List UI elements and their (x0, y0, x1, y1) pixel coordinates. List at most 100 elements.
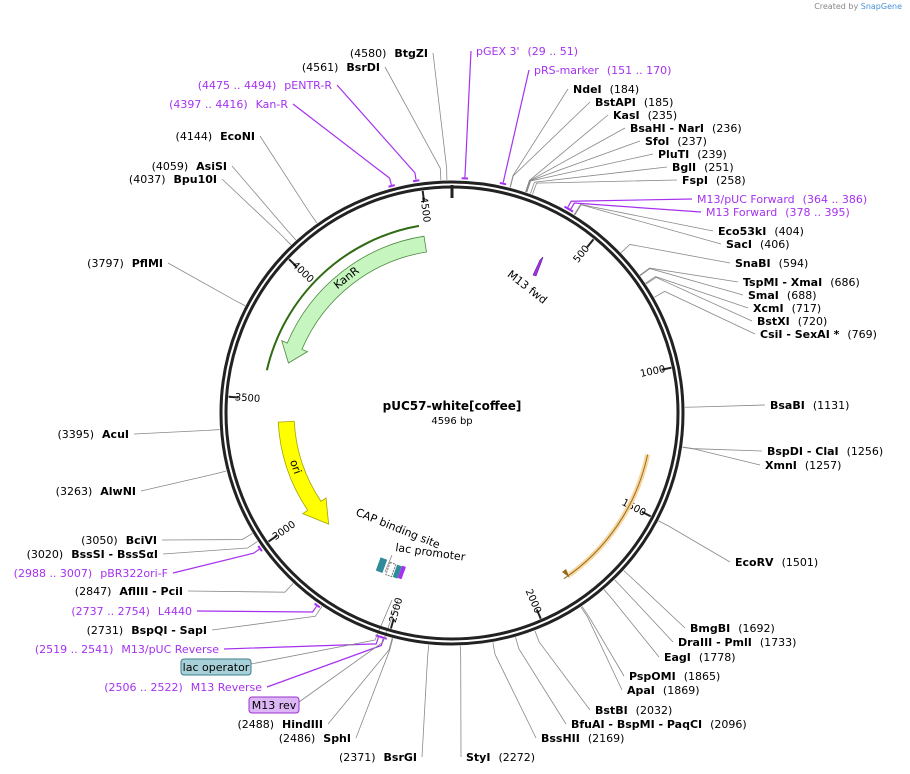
cap-binding-site-mark[interactable] (375, 557, 388, 573)
site-leader-line (534, 630, 591, 711)
restriction-site-label[interactable]: SnaBI(594) (735, 257, 808, 270)
site-position: (1501) (782, 556, 819, 569)
restriction-site-label[interactable]: TspMI - XmaI(686) (743, 276, 860, 289)
site-position: (1256) (847, 445, 884, 458)
site-position: (4059) (152, 160, 189, 173)
lac-operator-mark[interactable] (392, 564, 402, 579)
restriction-site-label[interactable]: (2847)AflIII - PciI (75, 585, 183, 598)
credit-prefix: Created by (814, 2, 859, 11)
site-position: (364 .. 386) (803, 193, 868, 206)
site-position: (378 .. 395) (785, 206, 850, 219)
restriction-site-label[interactable]: EagI(1778) (664, 651, 735, 664)
site-position: (3395) (57, 428, 94, 441)
primer-label[interactable]: (4397 .. 4416)Kan-R (169, 98, 288, 111)
lac-promoter-mark[interactable] (385, 561, 397, 578)
tick-mark (641, 510, 652, 518)
restriction-site-label[interactable]: BsaHI - NarI(236) (630, 122, 742, 135)
site-leader-line (259, 135, 318, 224)
restriction-site-label[interactable]: DraIII - PmlI(1733) (678, 636, 796, 649)
restriction-site-label[interactable]: Eco53kI(404) (718, 225, 804, 238)
restriction-site-label[interactable]: FspI(258) (682, 174, 746, 187)
primer-label[interactable]: M13/pUC Forward(364 .. 386) (697, 193, 867, 206)
site-name: pGEX 3' (476, 45, 520, 58)
primer-label[interactable]: M13 Forward(378 .. 395) (706, 206, 850, 219)
site-name: M13/pUC Reverse (121, 643, 219, 656)
site-leader-line (530, 166, 668, 194)
site-name: NdeI (573, 83, 602, 96)
primer-label[interactable]: (4475 .. 4494)pENTR-R (198, 79, 333, 92)
restriction-site-label[interactable]: BmgBI(1692) (690, 622, 775, 635)
restriction-site-label[interactable]: BssHII(2169) (541, 732, 624, 745)
primer-label[interactable]: (2519 .. 2541)M13/pUC Reverse (35, 643, 219, 656)
restriction-site-label[interactable]: BstXI(720) (757, 315, 827, 328)
restriction-site-label[interactable]: BsaBI(1131) (770, 399, 849, 412)
restriction-site-label[interactable]: StyI(2272) (466, 751, 535, 764)
restriction-site-label[interactable]: (3395)AcuI (57, 428, 129, 441)
site-leader-line (645, 276, 749, 309)
restriction-site-label[interactable]: SfoI(237) (645, 135, 707, 148)
m13-fwd-label: M13 fwd (505, 268, 550, 307)
backbone-outer-strand (219, 180, 685, 646)
restriction-site-label[interactable]: (3797)PflMI (87, 257, 163, 270)
restriction-site-label[interactable]: (4561)BsrDI (302, 61, 380, 74)
site-name: PspOMI (629, 670, 676, 683)
restriction-site-label[interactable]: (3050)BciVI (81, 534, 157, 547)
restriction-site-label[interactable]: (3263)AlwNI (56, 485, 136, 498)
labels: (4580)BtgZI(4561)BsrDI(4144)EcoNI(4059)A… (14, 45, 884, 764)
restriction-site-label[interactable]: SmaI(688) (748, 289, 817, 302)
primer-label[interactable]: pRS-marker(151 .. 170) (534, 64, 671, 77)
site-name: TspMI - XmaI (743, 276, 822, 289)
restriction-site-label[interactable]: CsiI - SexAI *(769) (760, 328, 877, 341)
m13-fwd-primer-arrow[interactable] (532, 256, 544, 277)
site-name: HindIII (282, 718, 323, 731)
site-position: (2988 .. 3007) (14, 567, 93, 580)
restriction-site-label[interactable]: (4580)BtgZI (350, 47, 428, 60)
primer-label[interactable]: pGEX 3'(29 .. 51) (476, 45, 578, 58)
site-position: (185) (644, 96, 674, 109)
restriction-site-label[interactable]: (2486)SphI (279, 732, 351, 745)
restriction-site-label[interactable]: BfuAI - BspMI - PaqCI(2096) (571, 718, 747, 731)
m13-rev-box[interactable] (248, 696, 300, 714)
restriction-site-label[interactable]: SacI(406) (726, 238, 790, 251)
kanr-strand-line (265, 224, 420, 371)
primer-leader-line (502, 69, 530, 183)
ori-feature-arrow[interactable] (277, 420, 330, 525)
restriction-site-label[interactable]: XmnI(1257) (765, 459, 841, 472)
restriction-site-label[interactable]: (4037)Bpu10I (129, 173, 217, 186)
restriction-site-label[interactable]: XcmI(717) (753, 302, 821, 315)
m13-rev-mark[interactable] (397, 565, 406, 580)
restriction-site-label[interactable]: PspOMI(1865) (629, 670, 720, 683)
site-leader-line (525, 140, 641, 193)
restriction-site-label[interactable]: NdeI(184) (573, 83, 639, 96)
site-position: (2371) (339, 751, 376, 764)
restriction-site-label[interactable]: (4144)EcoNI (176, 130, 255, 143)
restriction-site-label[interactable]: ApaI(1869) (627, 684, 699, 697)
restriction-site-label[interactable]: KasI(235) (613, 109, 677, 122)
site-position: (1131) (813, 399, 850, 412)
restriction-site-label[interactable]: (2488)HindIII (237, 718, 323, 731)
restriction-site-label[interactable]: BstBI(2032) (595, 704, 672, 717)
tick-mark (421, 190, 425, 201)
lac-operator-box[interactable] (180, 658, 252, 676)
primer-label[interactable]: (2737 .. 2754)L4440 (71, 605, 192, 618)
site-name: BglI (672, 161, 696, 174)
restriction-site-label[interactable]: EcoRV(1501) (735, 556, 818, 569)
restriction-site-label[interactable]: (2731)BspQI - SapI (87, 624, 207, 637)
restriction-site-label[interactable]: BspDI - ClaI(1256) (767, 445, 883, 458)
primer-leader-line (570, 202, 702, 213)
primer-label[interactable]: (2506 .. 2522)M13 Reverse (104, 681, 262, 694)
site-name: BstBI (595, 704, 628, 717)
primer-label[interactable]: (2988 .. 3007)pBR322ori-F (14, 567, 168, 580)
restriction-site-label[interactable]: BglI(251) (672, 161, 734, 174)
restriction-site-label[interactable]: (4059)AsiSI (152, 160, 227, 173)
site-leader-line (640, 268, 744, 296)
kanr-feature-arrow[interactable] (281, 235, 427, 364)
restriction-site-label[interactable]: (2371)BsrGI (339, 751, 417, 764)
primer-leader-line (336, 84, 417, 180)
restriction-site-label[interactable]: (3020)BssSI - BssSαI (27, 548, 158, 561)
restriction-site-label[interactable]: BstAPI(185) (595, 96, 673, 109)
site-leader-line (526, 153, 654, 193)
primer-binding-mark (499, 181, 507, 186)
m13-rev-label: M13 rev (252, 699, 297, 712)
restriction-site-label[interactable]: PluTI(239) (658, 148, 727, 161)
